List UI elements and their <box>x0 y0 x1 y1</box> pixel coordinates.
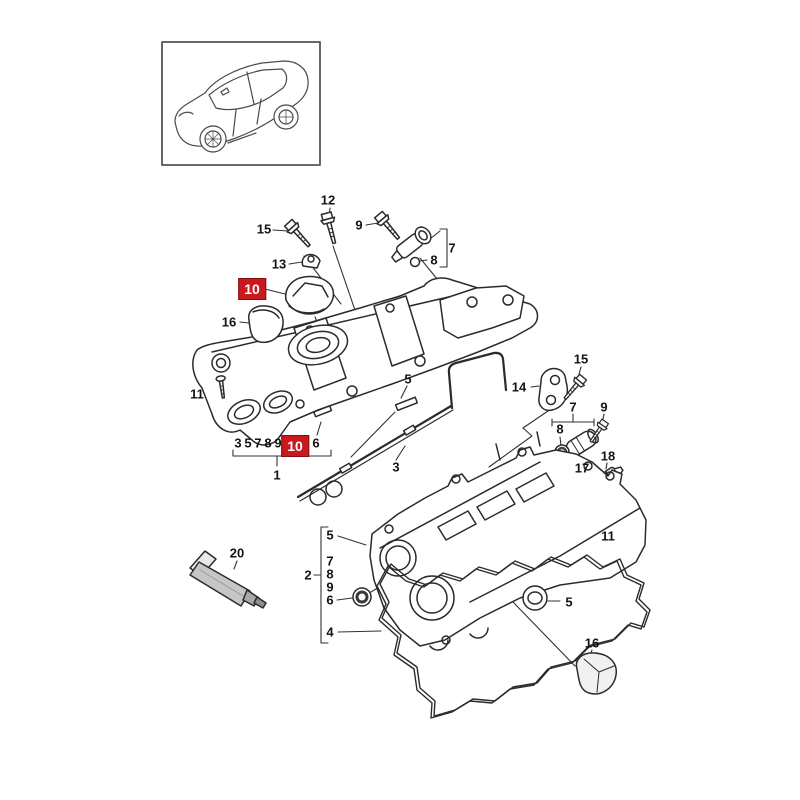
camshaft-sensor-drawing <box>391 226 432 263</box>
car-drawing <box>174 60 309 153</box>
part-callout-6[interactable]: 6 <box>326 592 334 608</box>
part-callout-15[interactable]: 15 <box>256 221 272 237</box>
part-callout-8[interactable]: 8 <box>430 252 438 268</box>
oil-filler-cap-drawing <box>284 275 335 315</box>
part-callout-9[interactable]: 9 <box>274 435 282 451</box>
dowel-pin-6-drawing <box>313 405 333 418</box>
cap-cover-16-left-drawing <box>247 305 284 344</box>
part-callout-5[interactable]: 5 <box>244 435 252 451</box>
part-callout-20[interactable]: 20 <box>229 545 245 561</box>
part-callout-5[interactable]: 5 <box>326 527 334 543</box>
part-callout-5[interactable]: 5 <box>404 371 412 387</box>
part-callout-2[interactable]: 2 <box>304 567 312 583</box>
part-callout-7[interactable]: 7 <box>569 399 577 415</box>
part-callout-14[interactable]: 14 <box>511 379 527 395</box>
dowel-pin-5-drawing <box>394 396 419 412</box>
cap-16-bottom-drawing <box>575 652 617 695</box>
part-callout-11[interactable]: 11 <box>601 528 615 544</box>
upper-cover-drawing <box>192 277 539 446</box>
part-callout-11[interactable]: 11 <box>190 386 204 402</box>
part-callout-3[interactable]: 3 <box>392 459 400 475</box>
part-callout-1[interactable]: 1 <box>273 467 281 483</box>
part-callout-10-highlighted[interactable]: 10 <box>281 435 309 457</box>
bolt-rail-3-drawing <box>296 351 508 506</box>
part-callout-8[interactable]: 8 <box>556 421 564 437</box>
part-callout-9[interactable]: 9 <box>600 399 608 415</box>
part-callout-4[interactable]: 4 <box>326 624 334 640</box>
part-callout-7[interactable]: 7 <box>326 553 334 569</box>
part-callout-6[interactable]: 6 <box>312 435 320 451</box>
part-callout-18[interactable]: 18 <box>600 448 616 464</box>
part-callout-9[interactable]: 9 <box>326 579 334 595</box>
bracket-14-drawing <box>538 367 569 412</box>
part-callout-15[interactable]: 15 <box>573 351 589 367</box>
clip-13-drawing <box>301 253 321 269</box>
part-callout-8[interactable]: 8 <box>326 566 334 582</box>
part-callout-12[interactable]: 12 <box>320 192 336 208</box>
part-callout-17[interactable]: 17 <box>574 460 590 476</box>
part-callout-7[interactable]: 7 <box>254 435 262 451</box>
seal-plug-5-drawing <box>522 585 548 611</box>
lower-cover-drawing <box>369 431 647 651</box>
part-callout-16[interactable]: 16 <box>221 314 237 330</box>
part-callout-10-highlighted[interactable]: 10 <box>238 278 266 300</box>
part-callout-13[interactable]: 13 <box>271 256 287 272</box>
o-ring-8-top-drawing <box>409 256 421 268</box>
grommet-6-drawing <box>352 587 372 607</box>
car-thumbnail-box <box>161 41 321 166</box>
part-callout-5[interactable]: 5 <box>565 594 573 610</box>
part-callout-16[interactable]: 16 <box>584 635 600 651</box>
part-callout-3[interactable]: 3 <box>234 435 242 451</box>
part-callout-8[interactable]: 8 <box>264 435 272 451</box>
part-callout-7[interactable]: 7 <box>448 240 456 256</box>
part-callout-9[interactable]: 9 <box>355 217 363 233</box>
sealant-tube-20-drawing <box>189 550 267 609</box>
